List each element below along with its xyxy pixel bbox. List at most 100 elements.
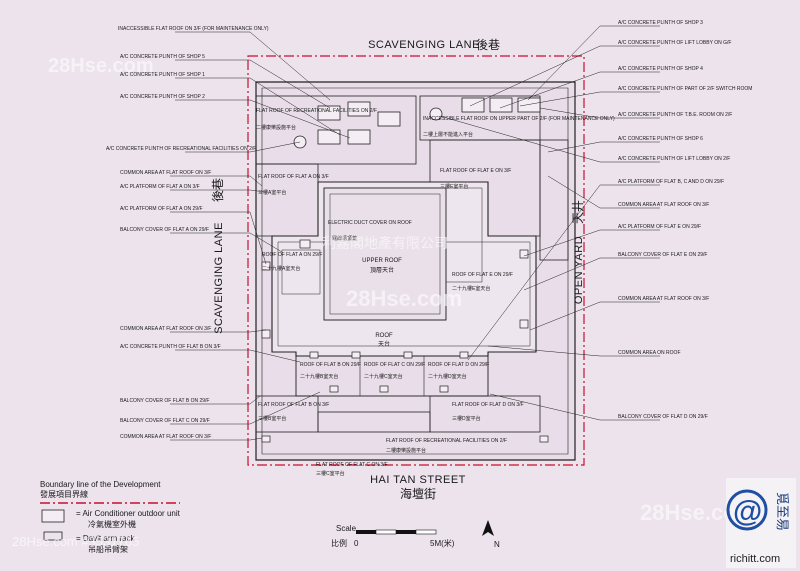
- right-note: BALCONY COVER OF FLAT E ON 29/F: [618, 252, 707, 258]
- label-roof-flat-e: ROOF OF FLAT E ON 29/F: [452, 272, 513, 278]
- scale-label-zh: 比例: [331, 538, 347, 548]
- tower-partitions: [281, 241, 483, 321]
- left-note: A/C CONCRETE PLINTH OF SHOP 5: [120, 54, 205, 60]
- left-note: BALCONY COVER OF FLAT B ON 29/F: [120, 398, 209, 404]
- label-roof-flat-c: ROOF OF FLAT C ON 29/F: [364, 362, 425, 368]
- left-note: A/C CONCRETE PLINTH OF RECREATIONAL FACI…: [106, 146, 256, 152]
- right-note: A/C CONCRETE PLINTH OF LIFT LOBBY ON G/F: [618, 40, 731, 46]
- left-note: COMMON AREA AT FLAT ROOF ON 3/F: [120, 170, 211, 176]
- left-note: COMMON AREA AT FLAT ROOF ON 3/F: [120, 326, 211, 332]
- label-recreational-bottom: FLAT ROOF OF RECREATIONAL FACILITIES ON …: [386, 438, 507, 444]
- label-upper-roof-zh: 頂層天台: [370, 266, 394, 274]
- right-note: COMMON AREA AT FLAT ROOF ON 3/F: [618, 296, 709, 302]
- legend-davit-label-zh: 吊船吊臂架: [88, 544, 128, 554]
- right-note: A/C CONCRETE PLINTH OF SHOP 4: [618, 66, 703, 72]
- label-roof: ROOF: [375, 333, 393, 339]
- upper-roof-inner: [329, 193, 441, 315]
- label-recreational-top: FLAT ROOF OF RECREATIONAL FACILITIES ON …: [256, 108, 377, 114]
- label-flat-e-3f: FLAT ROOF OF FLAT E ON 3/F: [440, 168, 511, 174]
- legend-davit-label: = Davit arm rack: [76, 534, 135, 543]
- legend: Boundary line of the Development 發展項目界線 …: [40, 480, 181, 554]
- left-note: A/C PLATFORM OF FLAT A ON 29/F: [120, 206, 203, 212]
- north-arrow-icon: N: [482, 520, 500, 549]
- label-flat-e-3f-zh: 三樓E室平台: [440, 183, 468, 190]
- right-note: A/C CONCRETE PLINTH OF T.B.E. ROOM ON 2/…: [618, 112, 732, 118]
- label-flat-b-3f-zh: 三樓B室平台: [258, 415, 286, 422]
- left-note: A/C CONCRETE PLINTH OF SHOP 2: [120, 94, 205, 100]
- left-note: BALCONY COVER OF FLAT A ON 29/F: [120, 227, 209, 233]
- leader-lines-right: [439, 25, 660, 421]
- ac-plinths: [261, 239, 549, 443]
- left-note: INACCESSIBLE FLAT ROOF ON 3/F (FOR MAINT…: [118, 26, 269, 32]
- label-roof-flat-c-zh: 二十九樓C室天台: [364, 373, 403, 380]
- plan-labels: FLAT ROOF OF RECREATIONAL FACILITIES ON …: [256, 108, 615, 477]
- right-note: A/C CONCRETE PLINTH OF SHOP 6: [618, 136, 703, 142]
- label-roof-flat-a-zh: 二十九樓A室天台: [262, 265, 300, 272]
- right-note: A/C CONCRETE PLINTH OF SHOP 3: [618, 20, 703, 26]
- left-note: COMMON AREA AT FLAT ROOF ON 3/F: [120, 434, 211, 440]
- label-flat-a-3f: FLAT ROOF OF FLAT A ON 3/F: [258, 174, 329, 180]
- label-recreational-bottom-zh: 二樓康樂設施平台: [386, 447, 426, 454]
- legend-ac-label: = Air Conditioner outdoor unit: [76, 509, 181, 518]
- recreational-roof-top: [255, 95, 417, 165]
- legend-ac-box: [41, 509, 65, 523]
- left-notes: INACCESSIBLE FLAT ROOF ON 3/F (FOR MAINT…: [106, 26, 269, 440]
- richitt-logo: @ richitt.com 覓至易: [726, 478, 796, 568]
- label-roof-flat-d-zh: 二十九樓D室天台: [428, 373, 467, 380]
- label-flat-b-3f: FLAT ROOF OF FLAT B ON 3/F: [258, 402, 329, 408]
- label-flat-c-3f-zh: 三樓C室平台: [316, 470, 345, 477]
- left-note: A/C CONCRETE PLINTH OF SHOP 1: [120, 72, 205, 78]
- label-upper-roof: UPPER ROOF: [362, 258, 402, 264]
- label-roof-zh: 天台: [378, 340, 390, 348]
- watermark-bottom-left: 28Hse.com #3531765: [12, 534, 139, 549]
- upper-roof-box: [323, 187, 447, 321]
- label-flat-a-3f-zh: 三樓A室平台: [258, 189, 286, 196]
- right-note: COMMON AREA AT FLAT ROOF ON 3/F: [618, 202, 709, 208]
- label-flat-d-3f: FLAT ROOF OF FLAT D ON 3/F: [452, 402, 524, 408]
- watermark-top: 28Hse.com: [48, 55, 154, 77]
- right-note: A/C CONCRETE PLINTH OF LIFT LOBBY ON 2/F: [618, 156, 730, 162]
- label-roof-flat-b: ROOF OF FLAT B ON 29/F: [300, 362, 361, 368]
- scale-zero: 0: [354, 539, 359, 548]
- right-note: COMMON AREA ON ROOF: [618, 350, 681, 356]
- street-right-en: OPEN YARD: [573, 236, 585, 304]
- left-note: BALCONY COVER OF FLAT C ON 29/F: [120, 418, 210, 424]
- legend-ac-label-zh: 冷氣機室外機: [88, 519, 136, 529]
- label-inaccessible-roof-zh: 二樓上層不能進入平台: [423, 131, 473, 138]
- label-recreational-top-zh: 二樓康樂設施平台: [256, 124, 296, 131]
- street-left-en: SCAVENGING LANE: [213, 222, 225, 334]
- label-roof-flat-a: ROOF OF FLAT A ON 29/F: [262, 252, 322, 258]
- bcd-roof-strip: [295, 355, 489, 397]
- street-left-zh: 後巷: [211, 178, 225, 202]
- label-roof-flat-b-zh: 二十九樓B室天台: [300, 373, 338, 380]
- label-flat-c-3f: FLAT ROOF OF FLAT C ON 3/F: [316, 462, 388, 468]
- label-electric-duct-zh: 電線槽頂蓋: [332, 235, 357, 242]
- left-note: A/C CONCRETE PLINTH OF FLAT B ON 3/F: [120, 344, 221, 350]
- watermark-center: 28Hse.com: [346, 286, 462, 311]
- legend-boundary-label: Boundary line of the Development: [40, 480, 161, 489]
- legend-boundary-label-zh: 發展項目界線: [40, 489, 88, 499]
- right-note: BALCONY COVER OF FLAT D ON 29/F: [618, 414, 708, 420]
- brand-zh: 覓至易: [775, 492, 790, 531]
- watermark-company: 利嘉閣地產有限公司: [322, 235, 448, 251]
- right-note: A/C PLATFORM OF FLAT E ON 29/F: [618, 224, 701, 230]
- scale-label: Scale: [336, 524, 357, 533]
- legend-davit-box: [43, 531, 63, 541]
- recreational-roof-bottom: [317, 411, 431, 433]
- scale-five: 5M(米): [430, 538, 455, 548]
- street-right-zh: 天井: [571, 200, 585, 224]
- brand-at-icon: @: [733, 495, 762, 528]
- street-top-en: SCAVENGING LANE: [368, 39, 480, 51]
- label-roof-flat-e-zh: 二十九樓E室天台: [452, 285, 490, 292]
- north-label: N: [494, 540, 500, 549]
- label-inaccessible-roof: INACCESSIBLE FLAT ROOF ON UPPER PART OF …: [423, 116, 615, 122]
- label-flat-d-3f-zh: 三樓D室平台: [452, 415, 481, 422]
- label-electric-duct: ELECTRIC DUCT COVER ON ROOF: [328, 220, 412, 226]
- left-note: A/C PLATFORM OF FLAT A ON 3/F: [120, 184, 200, 190]
- street-bottom-zh: 海壇街: [400, 486, 436, 501]
- development-boundary: [247, 55, 585, 466]
- leader-lines-left: [170, 31, 351, 441]
- right-notes: A/C CONCRETE PLINTH OF SHOP 3 A/C CONCRE…: [618, 20, 752, 420]
- right-note: A/C PLATFORM OF FLAT B, C AND D ON 29/F: [618, 179, 724, 185]
